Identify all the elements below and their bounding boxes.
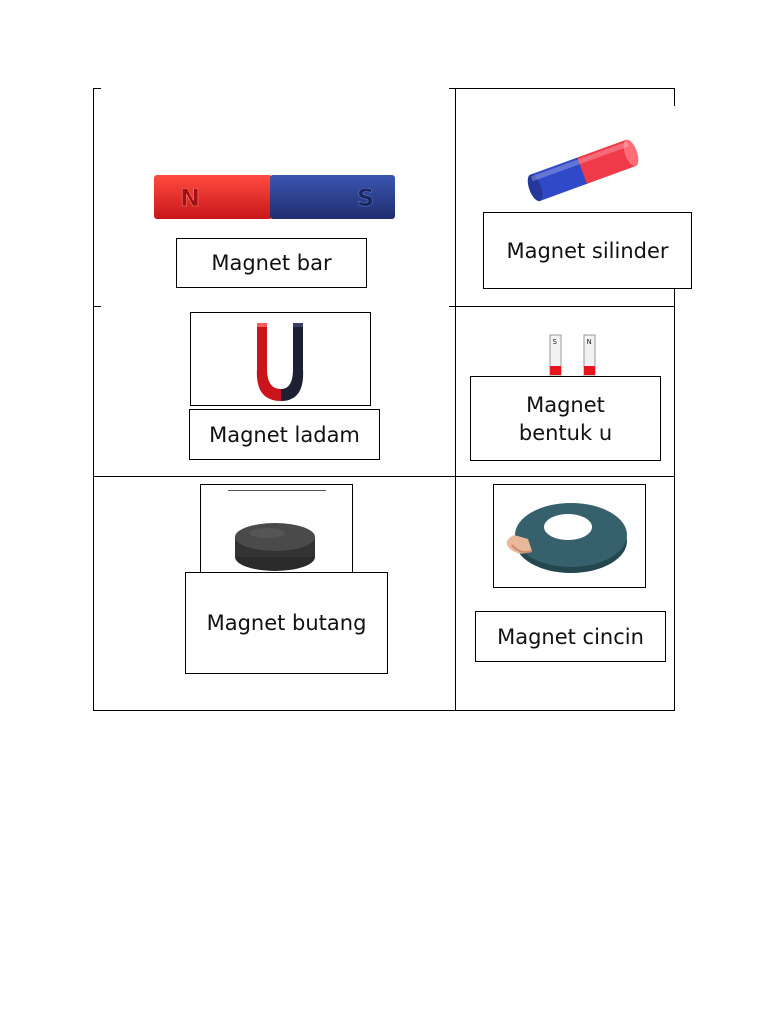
- grid-row-divider-1-right: [456, 306, 675, 307]
- grid-row-divider-1-mid-tick: [449, 306, 457, 307]
- bar-magnet-north-mark: N: [180, 184, 200, 212]
- bar-magnet-icon: N S: [152, 173, 398, 221]
- grid-left-tick-top: [93, 88, 94, 306]
- grid-right-edge: [674, 288, 675, 711]
- horseshoe-magnet-icon: [190, 312, 371, 406]
- label-magnet-silinder: Magnet silinder: [483, 212, 692, 289]
- grid-row-divider-2: [93, 476, 675, 477]
- label-magnet-bentuk-u: Magnet bentuk u: [470, 376, 661, 461]
- grid-row-divider-1-left-tick: [93, 306, 101, 307]
- grid-middle-divider: [455, 88, 456, 711]
- label-magnet-bar: Magnet bar: [176, 238, 367, 288]
- label-magnet-ladam: Magnet ladam: [189, 409, 380, 460]
- button-magnet-top-rule: [228, 490, 326, 491]
- u-shaped-magnet-icon: S N: [542, 332, 608, 378]
- grid-left-edge: [93, 306, 94, 711]
- button-magnet-icon: [200, 484, 353, 576]
- grid-right-tick-top: [674, 88, 675, 106]
- bar-magnet-south-mark: S: [357, 184, 374, 212]
- grid-top-tick-mid: [449, 88, 457, 89]
- grid-bottom-edge: [93, 710, 675, 711]
- u-magnet-north-mark: N: [587, 338, 592, 346]
- cylinder-magnet-icon: [522, 118, 646, 208]
- grid-top-right: [456, 88, 675, 89]
- u-magnet-south-mark: S: [553, 338, 558, 346]
- label-magnet-cincin: Magnet cincin: [475, 611, 666, 662]
- ring-magnet-icon: [493, 484, 646, 588]
- grid-top-tick-left: [93, 88, 101, 89]
- label-magnet-butang: Magnet butang: [185, 572, 388, 674]
